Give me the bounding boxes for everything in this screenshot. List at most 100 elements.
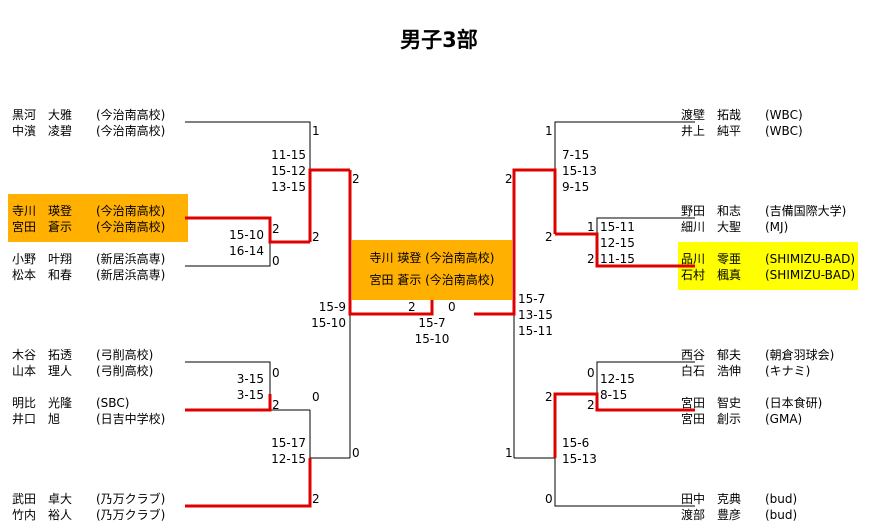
right-qualifier-highlight <box>678 242 858 290</box>
right-entry4-player2-club: (キナミ) <box>765 364 811 378</box>
final-right-result: 0 <box>448 300 456 314</box>
right-entry6-line <box>554 458 695 507</box>
right-entry1-line <box>554 121 695 170</box>
left-m2-score-3: 13-15 <box>271 180 306 194</box>
left-semi-top-result: 2 <box>352 172 360 186</box>
left-m3-score-2: 3-15 <box>236 388 264 402</box>
right-m4-score-2: 15-13 <box>562 452 597 466</box>
left-entry6-player1-club: (乃万クラブ) <box>96 492 166 506</box>
right-entry1-player2-name: 井上 純平 <box>681 124 742 138</box>
right-entry5-player1-club: (日本食研) <box>765 396 823 410</box>
left-entry4-player2-name: 山本 理人 <box>12 364 73 378</box>
right-entry4-player2-name: 白石 浩伸 <box>681 364 742 378</box>
right-m1-score-2: 12-15 <box>600 236 635 250</box>
right-entry3-player1-name: 品川 零亜 <box>681 252 742 266</box>
right-entry3-player1-club: (SHIMIZU-BAD) <box>765 252 856 266</box>
left-m2-score-1: 11-15 <box>271 148 306 162</box>
right-entry3-round1-score: 2 <box>587 252 595 266</box>
left-entry3-player2-name: 松本 和春 <box>12 268 73 282</box>
left-entry5-player1-club: (SBC) <box>96 396 130 410</box>
left-entry5-win-line <box>185 394 272 412</box>
left-entry3-player2-club: (新居浜高専) <box>96 268 166 282</box>
left-entry3-player1-club: (新居浜高専) <box>96 252 166 266</box>
right-entry1-round1-score: 1 <box>545 124 553 138</box>
left-entry3-player1-name: 小野 叶翔 <box>12 252 73 266</box>
right-entry6-player2-club: (bud) <box>765 508 798 522</box>
right-entry2-line <box>596 217 695 234</box>
right-m3-score-1: 12-15 <box>600 372 635 386</box>
left-entry1-player1-club: (今治南高校) <box>96 108 166 122</box>
left-entry5-round1-score: 2 <box>272 398 280 412</box>
left-semi-bottom-result: 0 <box>352 446 360 460</box>
left-entry1-player2-club: (今治南高校) <box>96 124 166 138</box>
right-entry6-player1-club: (bud) <box>765 492 798 506</box>
left-semi-score-2: 15-10 <box>311 316 346 330</box>
right-entry2-player1-club: (吉備国際大学) <box>765 204 847 218</box>
left-semi-score-1: 15-9 <box>318 300 346 314</box>
right-m1-score-3: 11-15 <box>600 252 635 266</box>
right-entry5-player1-name: 宮田 智史 <box>681 396 742 410</box>
left-entry2-player1-club: (今治南高校) <box>96 204 166 218</box>
left-m2-score-2: 15-12 <box>271 164 306 178</box>
final-right-line <box>431 300 514 315</box>
right-entry5-player2-club: (GMA) <box>765 412 803 426</box>
right-semi-score-3: 15-11 <box>518 324 553 338</box>
champion-line2: 宮田 蒼示 (今治南高校) <box>369 273 495 287</box>
left-m3-advance-result: 0 <box>312 390 320 404</box>
final-left-result: 2 <box>408 300 416 314</box>
right-semi-score-1: 15-7 <box>518 292 546 306</box>
right-entry6-player2-name: 渡部 豊彦 <box>681 508 742 522</box>
left-entry6-player2-club: (乃万クラブ) <box>96 508 166 522</box>
left-qualifier-highlight <box>8 194 188 242</box>
left-m2-win-line <box>308 168 350 242</box>
left-entry6-win-line <box>185 458 312 508</box>
left-entry5-player1-name: 明比 光隆 <box>12 396 73 410</box>
champion-line1: 寺川 瑛登 (今治南高校) <box>369 251 495 265</box>
left-semi-win-line <box>348 170 434 316</box>
left-entry1-round1-score: 1 <box>312 124 320 138</box>
left-entry4-player2-club: (弓削高校) <box>96 364 154 378</box>
right-m3-advance-result: 2 <box>545 390 553 404</box>
right-entry3-player2-name: 石村 楓真 <box>681 268 742 282</box>
right-entry2-player1-name: 野田 和志 <box>681 204 742 218</box>
left-entry2-player1-name: 寺川 瑛登 <box>12 204 73 218</box>
right-m2-bottom-result: 2 <box>545 230 553 244</box>
left-entry6-player1-name: 武田 卓大 <box>12 492 73 506</box>
right-entry4-player1-club: (朝倉羽球会) <box>765 348 835 362</box>
left-m1-score-1: 15-10 <box>229 228 264 242</box>
right-entry4-line <box>596 361 695 394</box>
right-entry4-player1-name: 西谷 郁夫 <box>681 348 742 362</box>
right-entry5-win-line <box>553 392 695 458</box>
left-entry3-line <box>185 234 271 267</box>
final-score-2: 15-10 <box>414 332 450 346</box>
right-semi-score-2: 13-15 <box>518 308 553 322</box>
left-entry2-player2-name: 宮田 蒼示 <box>12 220 73 234</box>
left-entry4-player1-club: (弓削高校) <box>96 348 154 362</box>
right-entry5-player2-name: 宮田 創示 <box>681 412 742 426</box>
page-title: 男子3部 <box>400 28 478 52</box>
right-entry5-round1-score: 2 <box>587 398 595 412</box>
left-entry2-win-line <box>185 216 310 244</box>
right-m4-score-1: 15-6 <box>562 436 590 450</box>
right-entry1-player1-name: 渡壁 拓哉 <box>681 108 742 122</box>
right-entry3-win-line <box>555 232 695 268</box>
left-entry2-player2-club: (今治南高校) <box>96 220 166 234</box>
right-entry4-round1-score: 0 <box>587 366 595 380</box>
left-m1-bottom-result: 0 <box>272 254 280 268</box>
left-entry6-player2-name: 竹内 裕人 <box>12 508 73 522</box>
left-m4-score-2: 12-15 <box>271 452 306 466</box>
left-entry1-player1-name: 黒河 大雅 <box>12 108 73 122</box>
right-semi-bottom-result: 1 <box>505 446 513 460</box>
right-entry6-round1-score: 0 <box>545 492 553 506</box>
left-m1-top-result: 2 <box>272 222 280 236</box>
left-entry1-line <box>185 121 311 170</box>
right-entry6-player1-name: 田中 克典 <box>681 492 742 506</box>
left-m2-bottom-result: 2 <box>312 230 320 244</box>
left-m1-score-2: 16-14 <box>229 244 264 258</box>
right-entry1-player2-club: (WBC) <box>765 124 803 138</box>
right-m2-score-2: 15-13 <box>562 164 597 178</box>
left-entry5-player2-name: 井口 旭 <box>12 412 61 426</box>
right-entry2-player2-name: 細川 大聖 <box>681 220 742 234</box>
final-score-1: 15-7 <box>418 316 446 330</box>
